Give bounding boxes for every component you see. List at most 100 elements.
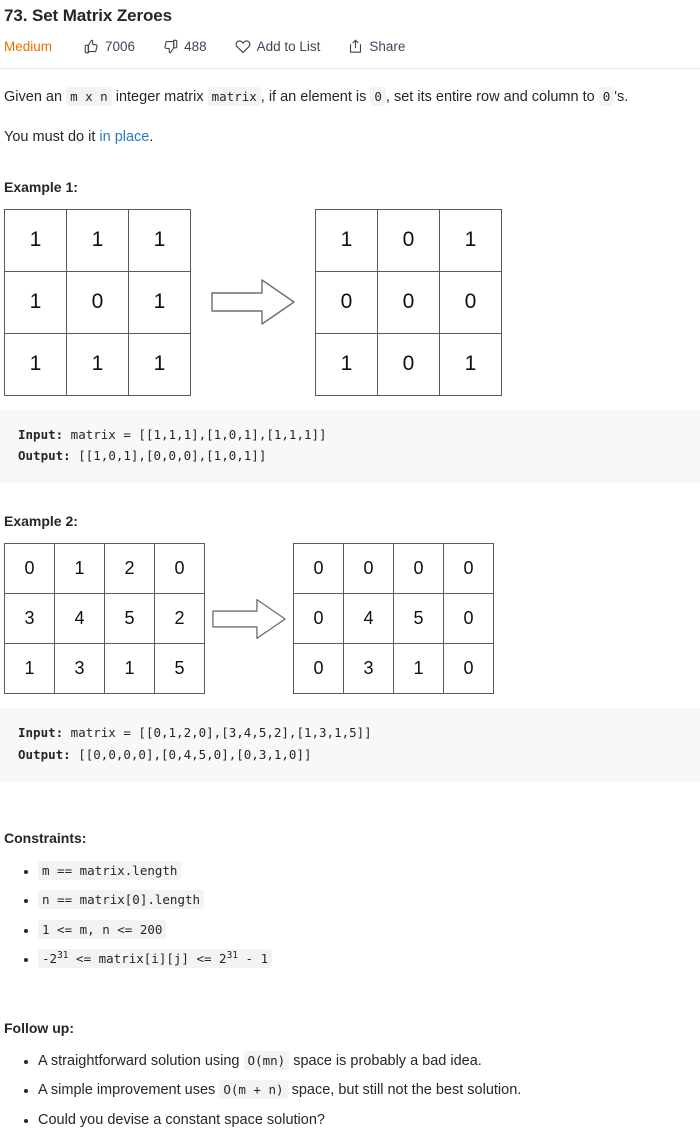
period-text: .	[149, 128, 154, 145]
matrix-cell-0-0: 1	[315, 208, 378, 272]
followup-item: Could you devise a constant space soluti…	[38, 1109, 700, 1132]
matrix-cell-0-0: 0	[4, 543, 55, 595]
share-label: Share	[369, 38, 406, 54]
transform-arrow-1	[191, 277, 315, 327]
matrix-cell-1-3: 2	[154, 593, 205, 645]
followup-text-a: Could you devise a constant space soluti…	[38, 1111, 325, 1128]
matrix-cell-0-0: 1	[4, 208, 67, 272]
followup-item: A simple improvement uses O(m + n) space…	[38, 1079, 700, 1102]
add-to-list-label: Add to List	[256, 38, 321, 54]
matrix-cell-1-0: 3	[4, 593, 55, 645]
example-2-heading: Example 2:	[4, 513, 78, 530]
code-m-x-n: m x n	[66, 87, 112, 106]
matrix-cell-2-0: 1	[4, 332, 67, 396]
followup-heading: Follow up:	[4, 1019, 74, 1036]
matrix-cell-0-1: 0	[343, 543, 394, 595]
in-place-link[interactable]: in place	[99, 128, 150, 145]
matrix-cell-2-3: 5	[154, 643, 205, 695]
matrix-cell-2-1: 1	[66, 332, 129, 396]
constraint-item: 1 <= m, n <= 200	[38, 919, 700, 942]
followup-code: O(m + n)	[219, 1080, 288, 1100]
matrix-cell-2-1: 3	[54, 643, 105, 695]
share-button[interactable]: Share	[348, 39, 405, 54]
matrix-cell-0-2: 2	[104, 543, 155, 595]
matrix-cell-1-2: 5	[393, 593, 444, 645]
transform-arrow-2	[205, 597, 293, 641]
example-2-code-block: Input: matrix = [[0,1,2,0],[3,4,5,2],[1,…	[0, 708, 700, 782]
constraints-heading: Constraints:	[4, 830, 87, 846]
example-2-input-value: matrix = [[0,1,2,0],[3,4,5,2],[1,3,1,5]]	[63, 725, 372, 741]
followup-text-a: A simple improvement uses	[38, 1082, 220, 1099]
matrix-cell-2-2: 1	[393, 643, 444, 695]
followup-text-b: space is probably a bad idea.	[289, 1052, 482, 1069]
followup-text-b: space, but still not the best solution.	[287, 1082, 522, 1099]
matrix-cell-1-1: 4	[54, 593, 105, 645]
description-paragraph-2: You must do it in place.	[0, 127, 700, 149]
dislike-button[interactable]: 488	[163, 39, 207, 54]
desc-text-c: , if an element is	[260, 89, 371, 105]
matrix-cell-2-2: 1	[128, 332, 191, 396]
add-to-list-button[interactable]: Add to List	[235, 38, 321, 54]
desc-text-e: 's.	[614, 89, 629, 105]
matrix-cell-0-2: 0	[393, 543, 444, 595]
matrix-cell-1-1: 4	[343, 593, 394, 645]
constraint-item: m == matrix.length	[38, 860, 700, 883]
page-title: 73. Set Matrix Zeroes	[4, 6, 172, 25]
heart-icon	[235, 38, 251, 54]
desc-text-d: , set its entire row and column to	[385, 89, 599, 105]
difficulty-badge[interactable]: Medium	[4, 38, 53, 54]
description-paragraph-1: Given an m x n integer matrix matrix, if…	[0, 87, 700, 109]
header-divider	[0, 68, 700, 69]
matrix-cell-0-2: 1	[128, 208, 191, 272]
matrix-cell-1-2: 5	[104, 593, 155, 645]
example-1-output-value: [[1,0,1],[0,0,0],[1,0,1]]	[70, 448, 267, 464]
constraint-code: 1 <= m, n <= 200	[38, 919, 167, 939]
matrix-cell-1-2: 1	[128, 270, 191, 334]
problem-meta-row: Medium 7006 488	[0, 26, 700, 54]
followup-text-a: A straightforward solution using	[38, 1052, 244, 1069]
must-do-text: You must do it	[4, 128, 100, 145]
thumbs-down-icon	[163, 39, 178, 54]
share-icon	[348, 39, 363, 54]
constraints-list: m == matrix.lengthn == matrix[0].length1…	[0, 860, 700, 972]
like-count: 7006	[105, 38, 136, 54]
matrix-cell-0-3: 0	[443, 543, 494, 595]
dislike-count: 488	[184, 38, 207, 54]
matrix-cell-2-2: 1	[104, 643, 155, 695]
matrix-cell-1-1: 0	[66, 270, 129, 334]
matrix-cell-1-0: 0	[293, 593, 344, 645]
matrix-cell-2-2: 1	[439, 332, 502, 396]
code-zero-1: 0	[370, 87, 386, 106]
example-1-code-block: Input: matrix = [[1,1,1],[1,0,1],[1,1,1]…	[0, 409, 700, 484]
code-matrix: matrix	[207, 87, 261, 106]
followup-code: O(mn)	[243, 1050, 290, 1070]
code-zero-2: 0	[598, 87, 615, 106]
matrix-cell-2-0: 0	[293, 643, 344, 695]
matrix-cell-1-0: 1	[4, 270, 67, 334]
like-button[interactable]: 7006	[84, 39, 135, 54]
followup-list: A straightforward solution using O(mn) s…	[0, 1050, 700, 1132]
matrix-cell-0-3: 0	[154, 543, 205, 595]
example-2-output-value: [[0,0,0,0],[0,4,5,0],[0,3,1,0]]	[70, 747, 312, 763]
matrix-cell-2-3: 0	[443, 643, 494, 695]
desc-text-a: Given an	[4, 89, 67, 105]
matrix-cell-0-1: 1	[54, 543, 105, 595]
matrix-cell-1-1: 0	[377, 270, 440, 334]
example-2-output-label: Output:	[18, 747, 71, 763]
matrix-cell-0-2: 1	[439, 208, 502, 272]
matrix-cell-0-1: 1	[66, 208, 129, 272]
matrix-cell-1-3: 0	[443, 593, 494, 645]
